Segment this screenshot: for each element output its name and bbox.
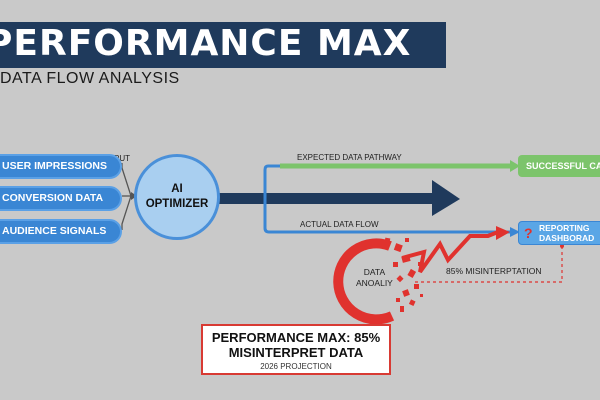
question-mark-icon: ? bbox=[524, 225, 533, 241]
summary-title: PERFORMANCE MAX: 85% MISINTERPRET DATA bbox=[203, 330, 389, 360]
input-conversion-data: CONVERSION DATA bbox=[0, 186, 122, 211]
page-title: PERFORMANCE MAX bbox=[0, 23, 412, 64]
input-user-impressions: USER IMPRESSIONS bbox=[0, 154, 122, 179]
actual-flow-arrow bbox=[282, 227, 520, 237]
expected-pathway-label: EXPECTED DATA PATHWAY bbox=[297, 153, 402, 162]
summary-box: PERFORMANCE MAX: 85% MISINTERPRET DATA 2… bbox=[201, 324, 391, 375]
data-anomaly-label: DATA ANOALIY bbox=[356, 267, 393, 289]
reporting-dashed-connector bbox=[414, 246, 563, 283]
misinterpretation-label: 85% MISINTERPTATION bbox=[446, 266, 542, 276]
reporting-line2: DASHBORAD bbox=[539, 233, 595, 243]
reporting-dashboard-box: ? REPORTING DASHBORAD bbox=[518, 221, 600, 245]
anomaly-line1: DATA bbox=[363, 267, 386, 277]
ai-optimizer-node: AI OPTIMIZER bbox=[134, 154, 220, 240]
main-arrow-shaft bbox=[218, 193, 436, 204]
anomaly-line2: ANOALIY bbox=[356, 278, 393, 288]
summary-title-line1: PERFORMANCE MAX: 85% bbox=[211, 330, 381, 345]
optimizer-line2: OPTIMIZER bbox=[145, 198, 209, 210]
main-arrow bbox=[218, 180, 460, 216]
split-bracket bbox=[263, 164, 282, 234]
main-arrow-head bbox=[432, 180, 460, 216]
summary-subtitle: 2026 PROJECTION bbox=[260, 362, 332, 371]
page-subtitle: DATA FLOW ANALYSIS bbox=[0, 70, 180, 87]
anomaly-ring bbox=[333, 238, 395, 325]
dashed-connector-dot bbox=[560, 244, 564, 248]
successful-campaign-box: SUCCESSFUL CAMPAIGN bbox=[518, 155, 600, 177]
reporting-dashboard-label: REPORTING DASHBORAD bbox=[539, 223, 594, 243]
anomaly-fragments bbox=[384, 237, 423, 312]
reporting-line1: REPORTING bbox=[539, 223, 590, 233]
summary-title-line2: MISINTERPRET DATA bbox=[228, 345, 364, 360]
misinterpretation-zigzag bbox=[401, 226, 510, 274]
optimizer-line1: AI bbox=[171, 183, 183, 195]
expected-pathway-arrow bbox=[280, 160, 520, 172]
input-audience-signals: AUDIENCE SIGNALS bbox=[0, 219, 122, 244]
actual-flow-label: ACTUAL DATA FLOW bbox=[300, 220, 379, 229]
title-banner: PERFORMANCE MAX bbox=[0, 22, 446, 68]
